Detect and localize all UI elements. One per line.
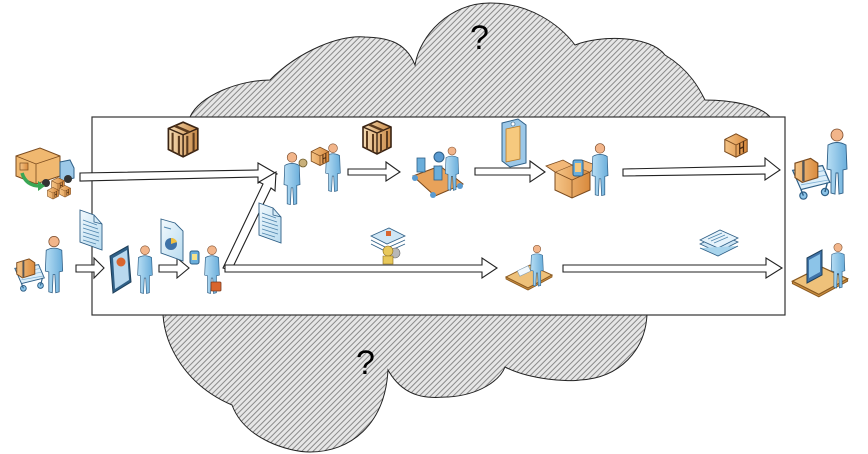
arrow-shopper-to-presenter (75, 256, 105, 280)
packing-worker-icon (545, 143, 609, 199)
wooden-crate-icon (167, 120, 200, 159)
top-cloud: ? (189, 2, 772, 118)
arrow-packing-to-customer (622, 156, 781, 182)
personnel-records-icon (370, 227, 406, 265)
arrow-presenter-to-mobile (158, 256, 190, 280)
shipping-carton-icon (724, 133, 748, 158)
arrow-mobile-to-receiving (222, 171, 277, 272)
computer-workstation-icon (791, 243, 849, 298)
mobile-device-worker-icon (189, 245, 222, 294)
bottom-cloud-shape (162, 314, 648, 453)
arrow-receiving-to-assembly (347, 160, 401, 183)
receiving-clerk-icon (283, 143, 341, 205)
arrow-mobile-to-desk (224, 256, 498, 280)
pie-chart-report-icon (160, 218, 184, 262)
top-cloud-question-mark: ? (470, 19, 489, 57)
assembly-line-worker-icon (412, 146, 464, 198)
arrow-desk-to-computer (562, 257, 784, 279)
wooden-crate-icon (361, 119, 393, 156)
customer-with-cart-icon (791, 128, 848, 201)
flow-arrows (75, 156, 784, 280)
bottom-cloud: ? (162, 314, 648, 453)
arrow-assembly-to-packing (474, 159, 546, 184)
desk-worker-icon (505, 244, 553, 291)
presentation-worker-icon (109, 245, 153, 294)
document-stack-icon (699, 229, 739, 257)
shopper-with-cart-icon (13, 236, 64, 294)
delivery-truck-icon (15, 147, 75, 200)
bottom-cloud-question-mark: ? (356, 344, 375, 382)
top-cloud-shape (189, 2, 772, 118)
product-package-icon (501, 118, 527, 168)
